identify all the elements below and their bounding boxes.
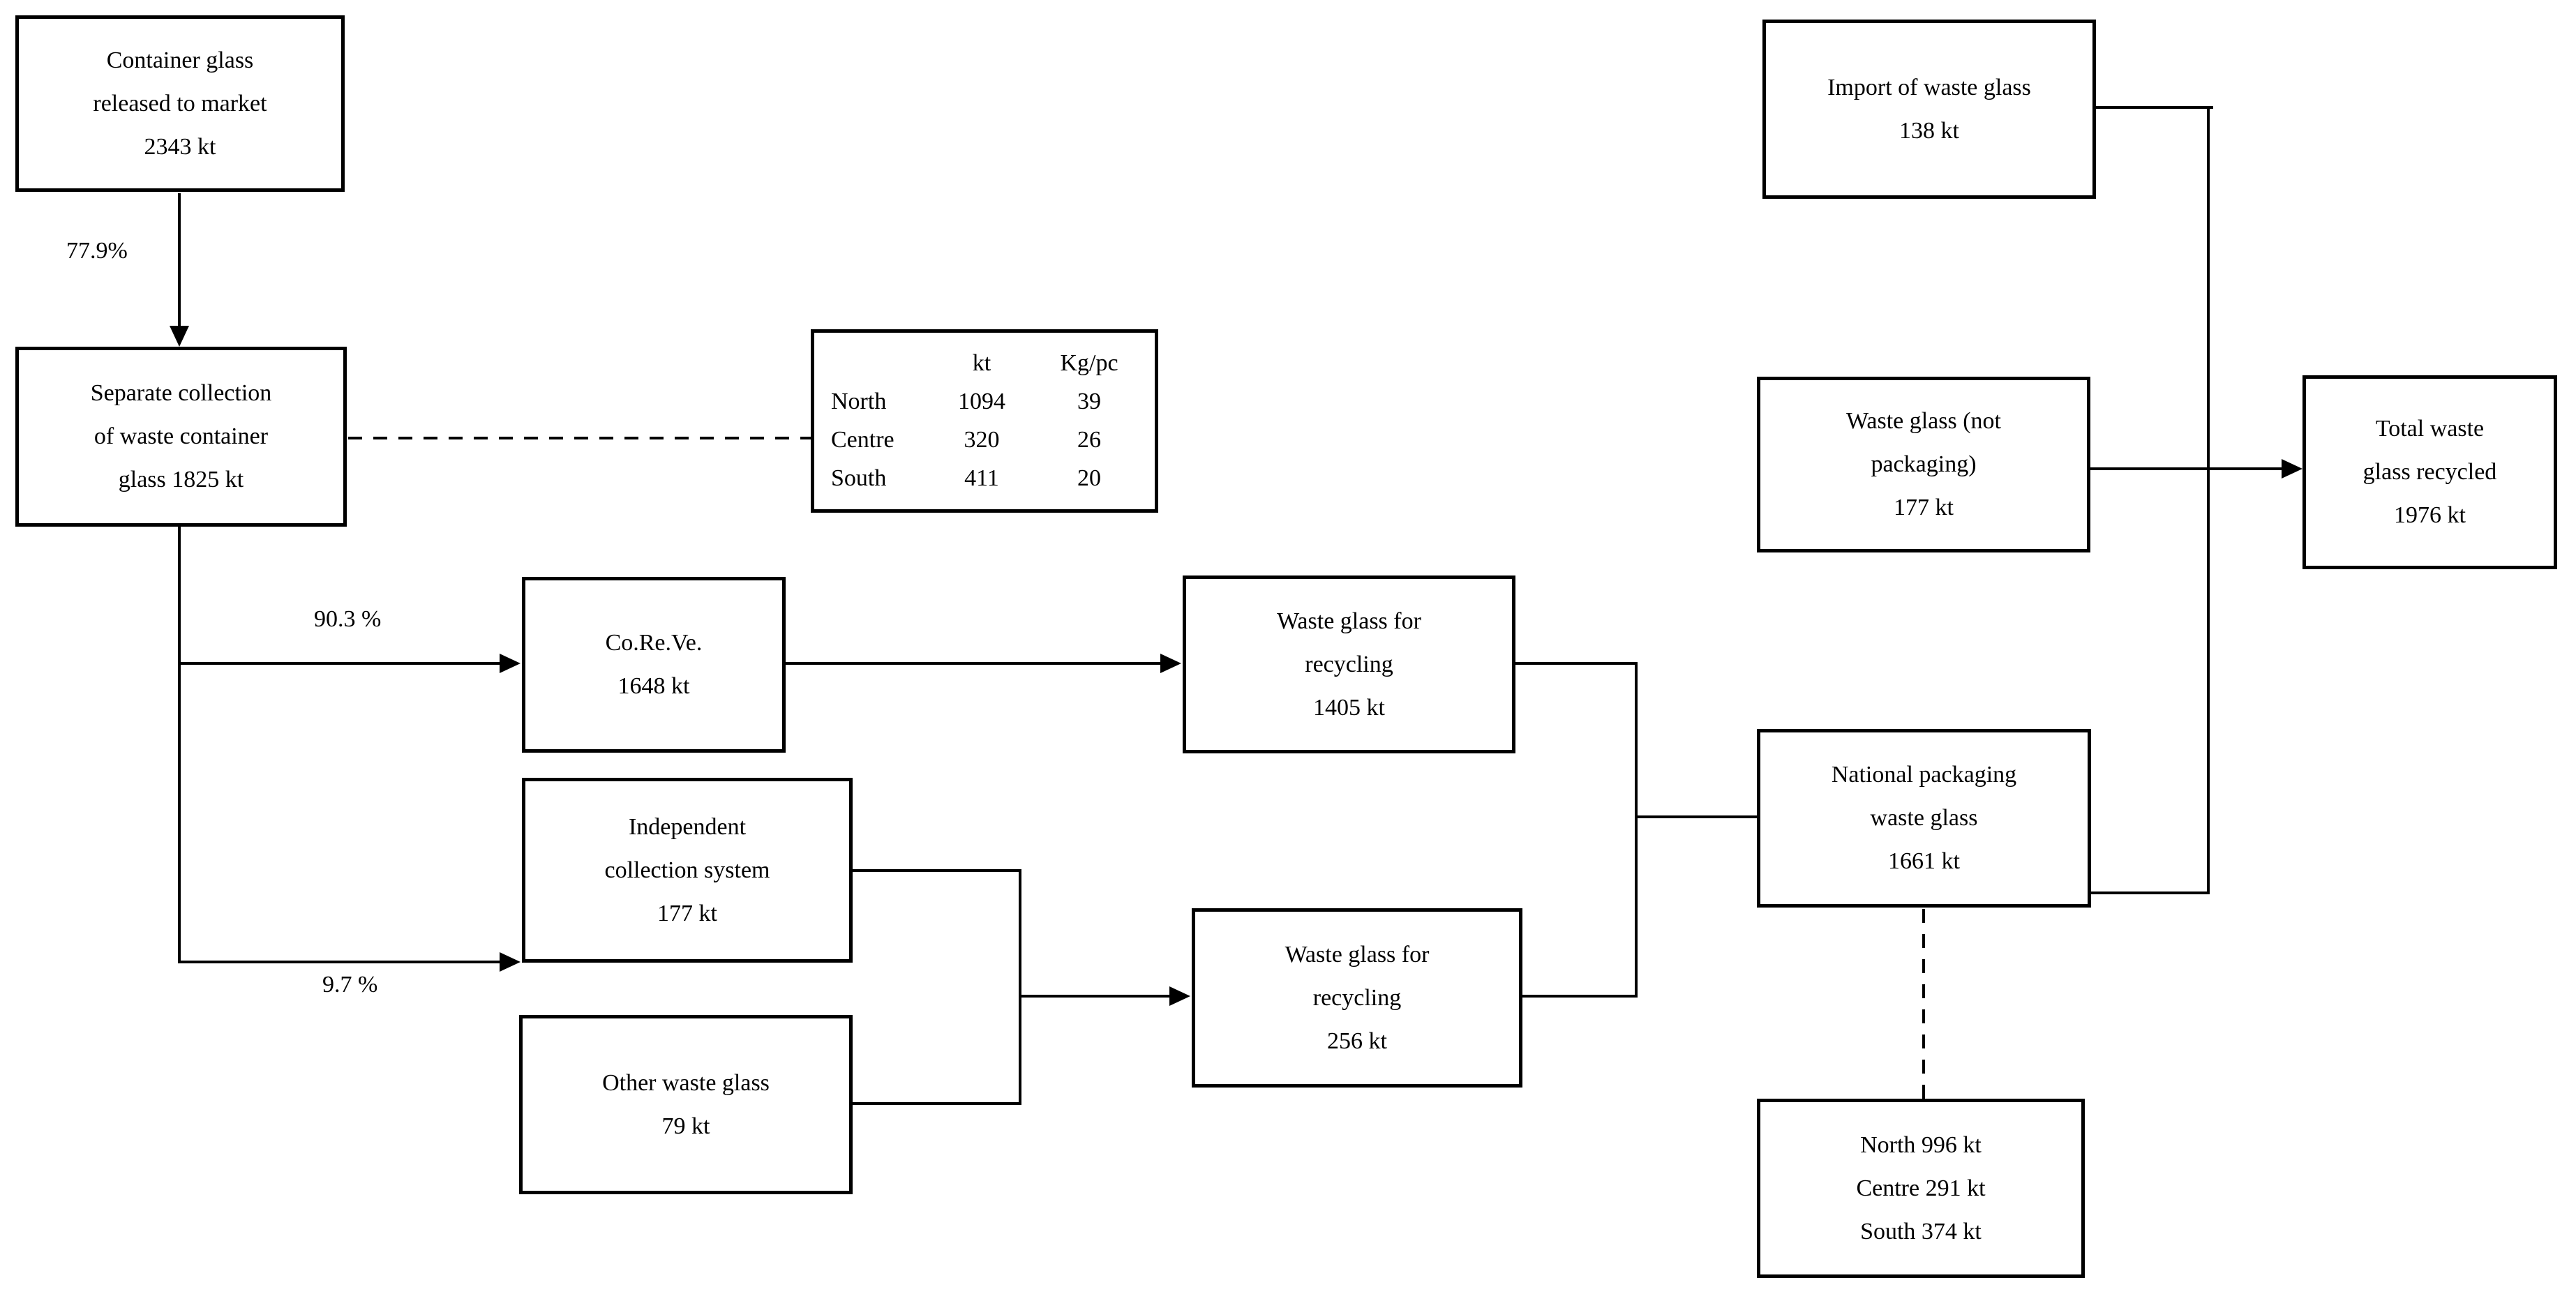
table-row-north-kgpc: 39 (1077, 389, 1101, 414)
table-row-north-label: North (831, 389, 887, 414)
node-container-glass-released: Container glass released to market 2343 … (15, 15, 345, 192)
connector-import-right (2096, 106, 2213, 109)
label-collection-rate: 77.9% (66, 238, 128, 264)
connector-coreve-to-recycling (786, 662, 1163, 665)
node-waste-glass-recycling-1405: Waste glass for recycling 1405 kt (1183, 575, 1515, 753)
node-coreve: Co.Re.Ve. 1648 kt (522, 577, 786, 753)
node-import-waste-glass: Import of waste glass 138 kt (1762, 20, 2096, 199)
connector-notpackaging-to-total (2090, 467, 2283, 470)
connector-collection-to-table-dashed (348, 437, 811, 439)
connector-merge-to-national (1636, 815, 1757, 818)
table-row-south-kgpc: 20 (1077, 465, 1101, 491)
table-row-centre-kgpc: 26 (1077, 427, 1101, 453)
node-waste-glass-recycling-256: Waste glass for recycling 256 kt (1192, 908, 1522, 1088)
arrowhead-into-separate-collection (170, 326, 189, 347)
table-header-kgpc: Kg/pc (1060, 350, 1118, 376)
arrowhead-into-independent (500, 952, 521, 972)
table-row-centre-kt: 320 (964, 427, 1000, 453)
table-row-centre-label: Centre (831, 427, 894, 453)
table-row-south-kt: 411 (964, 465, 999, 491)
connector-other-right (853, 1102, 1021, 1105)
node-total-waste-glass-recycled: Total waste glass recycled 1976 kt (2302, 375, 2557, 569)
connector-merge-to-recycling-256 (1020, 995, 1172, 998)
connector-right-vertical (2207, 106, 2210, 894)
node-national-packaging: National packaging waste glass 1661 kt (1757, 729, 2091, 908)
arrowhead-into-recycling-256 (1169, 986, 1190, 1006)
connector-national-to-regional-dashed (1922, 909, 1925, 1099)
label-independent-share: 9.7 % (322, 972, 378, 998)
connector-market-to-collection (178, 193, 181, 327)
connector-merge-vertical-left (1019, 869, 1021, 1105)
table-grid: kt Kg/pc North 1094 39 Centre 320 26 Sou… (814, 344, 1155, 497)
node-independent-collection: Independent collection system 177 kt (522, 778, 853, 963)
connector-trunk-to-coreve (179, 662, 501, 665)
connector-trunk-to-independent (179, 961, 501, 963)
node-regional-breakdown: North 996 kt Centre 291 kt South 374 kt (1757, 1099, 2085, 1278)
arrowhead-into-total (2282, 459, 2302, 479)
connector-merge-vertical-right (1635, 662, 1638, 998)
connector-collection-trunk (178, 525, 181, 963)
node-waste-glass-not-packaging: Waste glass (not packaging) 177 kt (1757, 377, 2090, 552)
table-row-south-label: South (831, 465, 887, 491)
connector-recycling-256-right (1522, 995, 1638, 998)
connector-national-right (2091, 891, 2210, 894)
node-separate-collection: Separate collection of waste container g… (15, 347, 347, 527)
table-regional-collection: kt Kg/pc North 1094 39 Centre 320 26 Sou… (811, 329, 1158, 513)
node-other-waste-glass: Other waste glass 79 kt (519, 1015, 853, 1194)
connector-recycling-1405-right (1515, 662, 1638, 665)
table-row-north-kt: 1094 (958, 389, 1005, 414)
arrowhead-into-coreve (500, 654, 521, 673)
table-header-kt: kt (972, 350, 991, 376)
arrowhead-into-recycling-1405 (1160, 654, 1181, 673)
label-coreve-share: 90.3 % (314, 606, 382, 632)
connector-independent-right (853, 869, 1021, 872)
